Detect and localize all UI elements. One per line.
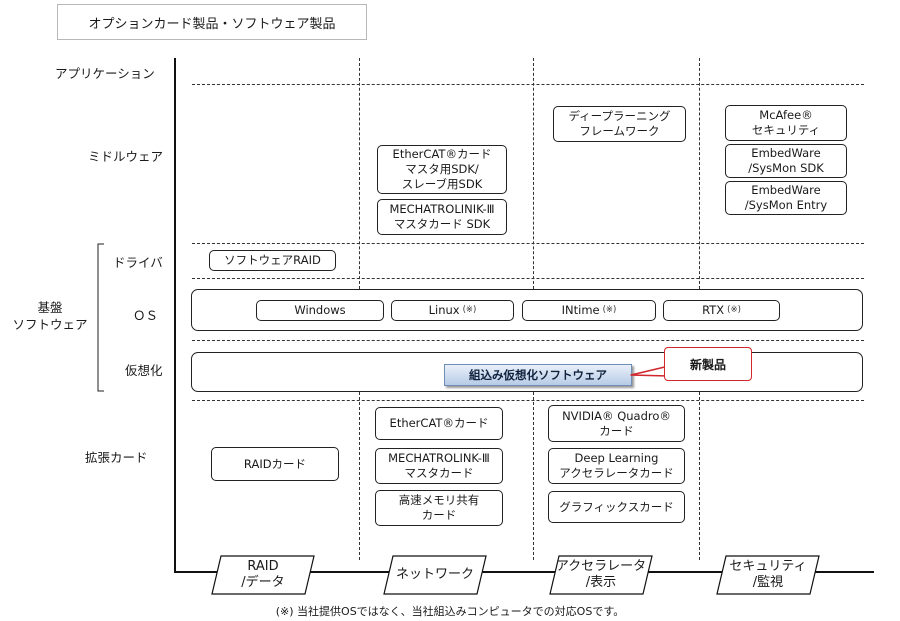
embedware-entry-box: EmbedWare /SysMon Entry	[725, 181, 847, 215]
new-product-badge: 新製品	[664, 347, 752, 381]
footnote: (※) 当社提供OSではなく、当社組込みコンピュータでの対応OSです。	[275, 605, 625, 618]
row-label-os: ＯＳ	[133, 308, 159, 323]
os-linux-label: Linux	[428, 303, 460, 317]
separator-application	[192, 84, 864, 85]
column-divider-2-upper	[533, 58, 534, 289]
row-label-base-software: 基盤 ソフトウェア	[12, 300, 88, 332]
ethercat-sdk-box: EtherCAT®カード マスタ用SDK/ スレーブ用SDK	[377, 145, 507, 194]
row-label-expansion-card: 拡張カード	[85, 450, 148, 465]
vertical-axis	[174, 58, 176, 573]
base-software-bracket	[97, 243, 104, 392]
column-divider-2-lower	[533, 392, 534, 560]
row-label-middleware: ミドルウェア	[88, 149, 164, 164]
category-accelerator-label: アクセラレータ /表示	[555, 559, 647, 590]
os-rtx-box: RTX(※)	[663, 300, 780, 321]
ethercat-card-box: EtherCAT®カード	[375, 407, 503, 440]
os-intime-box: INtime(※)	[522, 300, 656, 321]
category-security: セキュリティ /監視	[716, 555, 820, 595]
category-raid: RAID /データ	[211, 555, 315, 595]
nvidia-quadro-card-box: NVIDIA® Quadro® カード	[548, 405, 685, 442]
separator-driver	[192, 278, 864, 279]
high-speed-memory-card-box: 高速メモリ共有 カード	[375, 490, 503, 526]
category-security-label: セキュリティ /監視	[729, 559, 807, 590]
raid-card-box: RAIDカード	[211, 447, 339, 481]
software-raid-box: ソフトウェアRAID	[209, 250, 336, 271]
mechatrolink-card-box: MECHATROLINK-Ⅲ マスタカード	[375, 448, 503, 484]
separator-os	[192, 340, 864, 341]
os-intime-label: INtime	[561, 303, 600, 317]
graphics-card-box: グラフィックスカード	[548, 491, 685, 523]
os-windows-box: Windows	[256, 300, 384, 321]
column-divider-3-lower	[699, 392, 700, 560]
os-linux-box: Linux(※)	[391, 300, 514, 321]
row-label-application: アプリケーション	[55, 66, 155, 81]
mechatrolink-sdk-box: MECHATROLINIK-Ⅲ マスタカード SDK	[377, 199, 507, 235]
horizontal-axis	[174, 571, 874, 573]
mcafee-security-box: McAfee® セキュリティ	[725, 105, 847, 141]
deep-learning-accelerator-card-box: Deep Learning アクセラレータカード	[548, 448, 685, 484]
os-rtx-note: (※)	[727, 305, 741, 315]
os-rtx-label: RTX	[702, 303, 725, 317]
os-intime-note: (※)	[602, 305, 617, 315]
column-divider-1-lower	[359, 392, 360, 560]
column-divider-3-upper	[699, 58, 700, 289]
embedware-sdk-box: EmbedWare /SysMon SDK	[725, 144, 847, 178]
category-raid-label: RAID /データ	[241, 559, 285, 590]
separator-virtualization	[192, 400, 864, 401]
os-windows-label: Windows	[294, 303, 346, 317]
os-linux-note: (※)	[462, 305, 477, 315]
category-network-label: ネットワーク	[395, 567, 474, 582]
deep-learning-framework-box: ディープラーニング フレームワーク	[553, 106, 686, 142]
separator-middleware	[192, 243, 864, 244]
row-label-driver: ドライバ	[113, 255, 163, 270]
category-network: ネットワーク	[383, 555, 487, 595]
embedded-virtualization-product: 組込み仮想化ソフトウェア	[444, 364, 632, 386]
category-accelerator: アクセラレータ /表示	[549, 555, 653, 595]
row-label-virtualization: 仮想化	[125, 363, 163, 378]
column-divider-1-upper	[359, 58, 360, 289]
page-title: オプションカード製品・ソフトウェア製品	[57, 4, 367, 40]
